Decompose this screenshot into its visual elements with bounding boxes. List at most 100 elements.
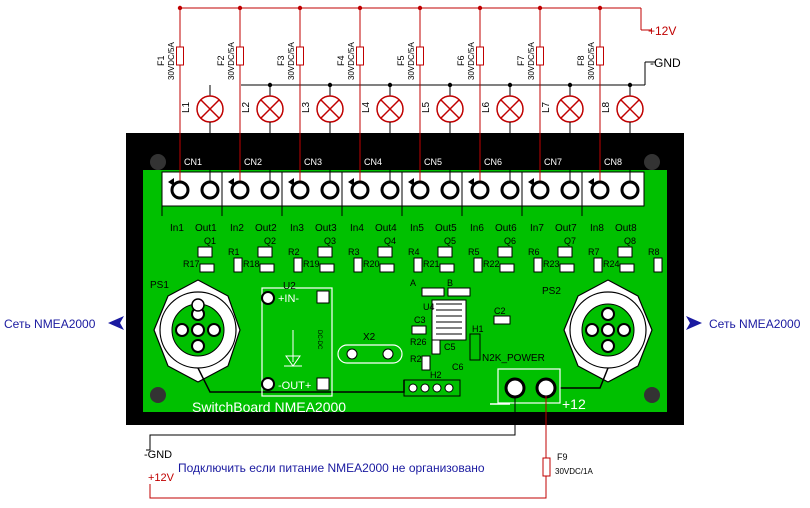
fuse-body-2 — [236, 46, 244, 66]
pin-out-label-3: Out3 — [315, 223, 337, 234]
resistor-top-body-1 — [233, 257, 243, 273]
transistor-body-2 — [257, 246, 273, 258]
transistor-label-6: Q6 — [504, 236, 516, 246]
pin-out-label-6: Out6 — [495, 223, 517, 234]
h1-body — [469, 333, 481, 361]
pin-in-label-6: In6 — [470, 223, 484, 234]
lamp-label-7: L7 — [541, 101, 552, 113]
terminal-marker-in-5 — [408, 178, 414, 186]
terminal-in-5 — [410, 180, 430, 200]
transistor-body-5 — [437, 246, 453, 258]
resistor-pull-label-4: R20 — [363, 259, 380, 269]
resistor-top-label-7: R7 — [588, 247, 600, 257]
u4-chip — [421, 287, 471, 341]
pin-in-label-5: In5 — [410, 223, 424, 234]
lamp-label-4: L4 — [361, 101, 372, 113]
gnd-bottom-wire — [146, 396, 516, 451]
c2-body — [493, 315, 511, 325]
f9-rating: 30VDC/1A — [555, 467, 593, 476]
resistor-pull-label-2: R18 — [243, 259, 260, 269]
resistor-top-label-4: R4 — [408, 247, 420, 257]
fuse-body-3 — [296, 46, 304, 66]
transistor-label-2: Q2 — [264, 236, 276, 246]
board-title: SwitchBoard NMEA2000 — [192, 399, 346, 415]
terminal-in-2 — [230, 180, 250, 200]
x2-label: X2 — [363, 332, 376, 343]
pin-out-label-7: Out7 — [555, 223, 577, 234]
fuse-rating-3: 30VDC/5A — [287, 42, 296, 80]
pin-in-label-8: In8 — [590, 223, 604, 234]
resistor-top-body-4 — [413, 257, 423, 273]
terminal-marker-in-2 — [228, 178, 234, 186]
terminal-in-3 — [290, 180, 310, 200]
u2-label: U2 — [283, 281, 296, 292]
pin-in-label-4: In4 — [350, 223, 364, 234]
h2-label: H2 — [430, 370, 442, 380]
terminal-marker-in-8 — [588, 178, 594, 186]
lamp-label-8: L8 — [601, 101, 612, 113]
x2-pad-1 — [346, 348, 358, 360]
resistor-pull-body-6 — [499, 263, 515, 273]
ps2-connector — [563, 279, 653, 383]
lamp-cross-b-3 — [320, 99, 340, 119]
n2k-plus12-pad: +12 — [562, 396, 586, 412]
net-right-arrow-icon — [686, 316, 702, 330]
terminal-in-6 — [470, 180, 490, 200]
pin-out-label-1: Out1 — [195, 223, 217, 234]
mount-hole-bl — [150, 387, 166, 403]
fuse-ref-2: F2 — [216, 55, 226, 66]
power-note: Подключить если питание NMEA2000 не орга… — [178, 461, 485, 475]
u2-pad-in — [261, 291, 275, 305]
fuse-rating-6: 30VDC/5A — [467, 42, 476, 80]
pin-in-label-3: In3 — [290, 223, 304, 234]
fuse-ref-6: F6 — [456, 55, 466, 66]
resistor-pull-label-8: R24 — [603, 259, 620, 269]
x2-pad-2 — [382, 348, 394, 360]
n2k-power-outline — [497, 368, 561, 404]
h2-pin3 — [432, 383, 442, 393]
mount-hole-tl — [150, 154, 166, 170]
resistor-pull-label-1: R17 — [183, 259, 200, 269]
transistor-body-3 — [317, 246, 333, 258]
gnd-bottom-label: -GND — [144, 449, 172, 461]
fuse-ref-8: F8 — [576, 55, 586, 66]
terminal-out-2 — [260, 180, 280, 200]
fuse-ref-7: F7 — [516, 55, 526, 66]
transistor-label-3: Q3 — [324, 236, 336, 246]
resistor-pull-label-6: R22 — [483, 259, 500, 269]
h2-pin2 — [420, 383, 430, 393]
terminal-out-5 — [440, 180, 460, 200]
terminal-marker-in-6 — [468, 178, 474, 186]
h2-pin1 — [408, 383, 418, 393]
terminal-marker-in-1 — [168, 178, 174, 186]
lamp-cross-b-2 — [260, 99, 280, 119]
connector-strip — [143, 148, 667, 170]
transistor-label-8: Q8 — [624, 236, 636, 246]
n2k-power-label: N2K_POWER — [482, 353, 545, 364]
r26-label: R26 — [410, 337, 427, 347]
connector-label-2: CN2 — [244, 157, 262, 167]
resistor-top-body-2 — [293, 257, 303, 273]
net-left-arrow-icon — [108, 316, 124, 330]
terminal-marker-in-4 — [348, 178, 354, 186]
resistor-pull-label-3: R19 — [303, 259, 320, 269]
net-right-label: Сеть NMEA2000 — [709, 317, 801, 331]
terminal-out-4 — [380, 180, 400, 200]
connector-label-3: CN3 — [304, 157, 322, 167]
h1-label: H1 — [472, 324, 484, 334]
plus12-bottom-wire — [149, 476, 547, 499]
u2-arrow-head — [285, 355, 301, 367]
n2k-power-pad-gnd — [504, 377, 526, 399]
plus12-top-label: +12V — [648, 24, 676, 38]
resistor-top-label-5: R5 — [468, 247, 480, 257]
transistor-body-7 — [557, 246, 573, 258]
resistor-top-label-1: R1 — [228, 247, 240, 257]
fuse-rating-5: 30VDC/5A — [407, 42, 416, 80]
connector-label-7: CN7 — [544, 157, 562, 167]
fuse-ref-4: F4 — [336, 55, 346, 66]
u2-pad-sq2 — [316, 377, 330, 391]
terminal-out-8 — [620, 180, 640, 200]
resistor-top-label-8: R8 — [648, 247, 660, 257]
transistor-body-4 — [377, 246, 393, 258]
